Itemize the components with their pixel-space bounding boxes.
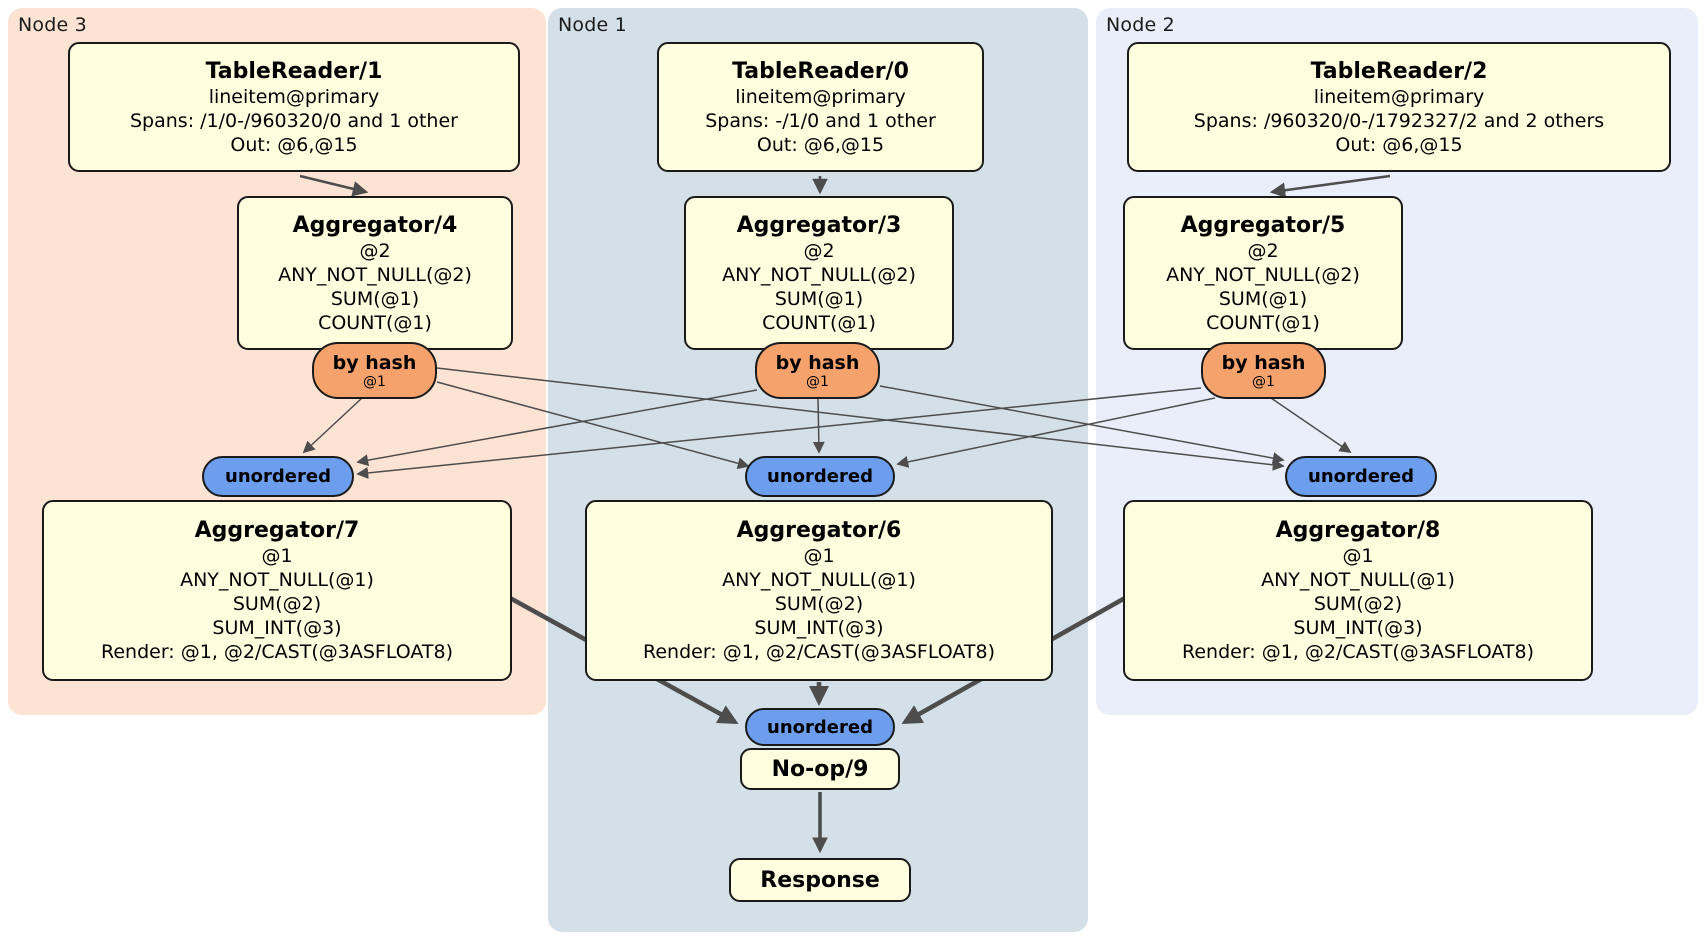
processor-aggregator-5: Aggregator/5 @2 ANY_NOT_NULL(@2) SUM(@1)… xyxy=(1123,196,1403,350)
stream-unordered-9: unordered xyxy=(745,708,895,746)
processor-detail: SUM(@2) xyxy=(774,593,864,615)
router-key: @1 xyxy=(1252,373,1275,390)
processor-detail: Out: @6,@15 xyxy=(230,133,358,156)
router-label: by hash xyxy=(1221,351,1306,374)
processor-detail: ANY_NOT_NULL(@2) xyxy=(1166,263,1360,286)
stream-unordered-8: unordered xyxy=(1285,456,1437,497)
edge-byhash5-unordered8 xyxy=(1270,397,1352,454)
stream-unordered-7: unordered xyxy=(202,456,354,497)
processor-detail: @2 xyxy=(803,239,835,262)
processor-detail: COUNT(@1) xyxy=(762,311,876,334)
edge-byhash5-unordered6 xyxy=(896,397,1216,468)
processor-aggregator-8: Aggregator/8 @1 ANY_NOT_NULL(@1) SUM(@2)… xyxy=(1123,500,1593,681)
processor-title: Aggregator/6 xyxy=(736,518,902,543)
edge-byhash3-unordered7 xyxy=(356,389,758,467)
processor-detail: ANY_NOT_NULL(@2) xyxy=(278,263,472,286)
edge-tablereader2-aggregator5 xyxy=(1269,174,1391,198)
router-by-hash-3: by hash @1 xyxy=(755,342,880,399)
processor-detail: SUM(@2) xyxy=(1313,593,1403,615)
processor-title: TableReader/0 xyxy=(732,58,909,84)
processor-tablereader-0: TableReader/0 lineitem@primary Spans: -/… xyxy=(657,42,984,172)
processor-aggregator-3: Aggregator/3 @2 ANY_NOT_NULL(@2) SUM(@1)… xyxy=(684,196,954,350)
processor-title: Aggregator/3 xyxy=(736,212,902,238)
processor-tablereader-2: TableReader/2 lineitem@primary Spans: /9… xyxy=(1127,42,1671,172)
processor-detail: Out: @6,@15 xyxy=(756,133,885,156)
edge-byhash4-unordered7 xyxy=(302,397,363,454)
processor-detail: ANY_NOT_NULL(@1) xyxy=(180,569,374,591)
processor-aggregator-6: Aggregator/6 @1 ANY_NOT_NULL(@1) SUM(@2)… xyxy=(585,500,1053,681)
processor-title: TableReader/1 xyxy=(205,58,383,84)
response-box: Response xyxy=(729,858,911,902)
processor-detail: SUM(@1) xyxy=(330,287,420,310)
processor-title: TableReader/2 xyxy=(1310,58,1488,84)
processor-detail: @2 xyxy=(359,239,391,262)
router-label: by hash xyxy=(332,351,417,374)
processor-detail: Render: @1, @2/CAST(@3ASFLOAT8) xyxy=(643,641,995,663)
processor-detail: COUNT(@1) xyxy=(318,311,432,334)
processor-detail: lineitem@primary xyxy=(208,85,380,108)
region-node1-label: Node 1 xyxy=(558,14,627,36)
processor-title: Aggregator/8 xyxy=(1275,518,1441,543)
response-title: Response xyxy=(760,867,880,893)
edge-byhash3-unordered6 xyxy=(812,397,825,454)
processor-detail: @1 xyxy=(261,545,293,567)
processor-aggregator-4: Aggregator/4 @2 ANY_NOT_NULL(@2) SUM(@1)… xyxy=(237,196,513,350)
processor-detail: @2 xyxy=(1247,239,1279,262)
processor-detail: ANY_NOT_NULL(@1) xyxy=(722,569,916,591)
edge-byhash5-unordered7 xyxy=(356,387,1202,479)
processor-detail: Spans: /1/0-/960320/0 and 1 other xyxy=(130,109,458,132)
processor-noop-9: No-op/9 xyxy=(740,748,900,790)
processor-detail: lineitem@primary xyxy=(735,85,906,108)
processor-detail: @1 xyxy=(803,545,835,567)
processor-detail: ANY_NOT_NULL(@1) xyxy=(1261,569,1455,591)
processor-detail: SUM_INT(@3) xyxy=(1293,617,1423,639)
processor-detail: COUNT(@1) xyxy=(1206,311,1320,334)
router-key: @1 xyxy=(806,373,829,390)
processor-detail: SUM(@1) xyxy=(774,287,864,310)
processor-detail: ANY_NOT_NULL(@2) xyxy=(722,263,916,286)
router-by-hash-5: by hash @1 xyxy=(1201,342,1326,399)
processor-detail: Spans: /960320/0-/1792327/2 and 2 others xyxy=(1193,109,1605,132)
processor-detail: Render: @1, @2/CAST(@3ASFLOAT8) xyxy=(101,641,453,663)
processor-detail: Spans: -/1/0 and 1 other xyxy=(705,109,936,132)
processor-detail: Render: @1, @2/CAST(@3ASFLOAT8) xyxy=(1182,641,1534,663)
processor-detail: SUM(@1) xyxy=(1218,287,1308,310)
processor-detail: SUM_INT(@3) xyxy=(754,617,884,639)
processor-detail: lineitem@primary xyxy=(1313,85,1485,108)
processor-title: No-op/9 xyxy=(771,756,869,782)
edge-byhash4-unordered6 xyxy=(436,381,750,470)
processor-title: Aggregator/7 xyxy=(194,518,360,543)
edge-tablereader1-aggregator4 xyxy=(299,174,369,197)
processor-tablereader-1: TableReader/1 lineitem@primary Spans: /1… xyxy=(68,42,520,172)
router-key: @1 xyxy=(363,373,386,390)
processor-detail: @1 xyxy=(1342,545,1374,567)
router-label: by hash xyxy=(775,351,860,374)
processor-title: Aggregator/4 xyxy=(292,212,458,238)
edge-byhash3-unordered8 xyxy=(879,385,1285,465)
processor-title: Aggregator/5 xyxy=(1180,212,1346,238)
region-node3-label: Node 3 xyxy=(18,14,87,36)
edge-byhash4-unordered8 xyxy=(436,367,1285,471)
processor-aggregator-7: Aggregator/7 @1 ANY_NOT_NULL(@1) SUM(@2)… xyxy=(42,500,512,681)
router-by-hash-4: by hash @1 xyxy=(312,342,437,399)
region-node2-label: Node 2 xyxy=(1106,14,1175,36)
processor-detail: SUM(@2) xyxy=(232,593,322,615)
stream-unordered-6: unordered xyxy=(745,456,895,497)
processor-detail: Out: @6,@15 xyxy=(1335,133,1463,156)
processor-detail: SUM_INT(@3) xyxy=(212,617,342,639)
